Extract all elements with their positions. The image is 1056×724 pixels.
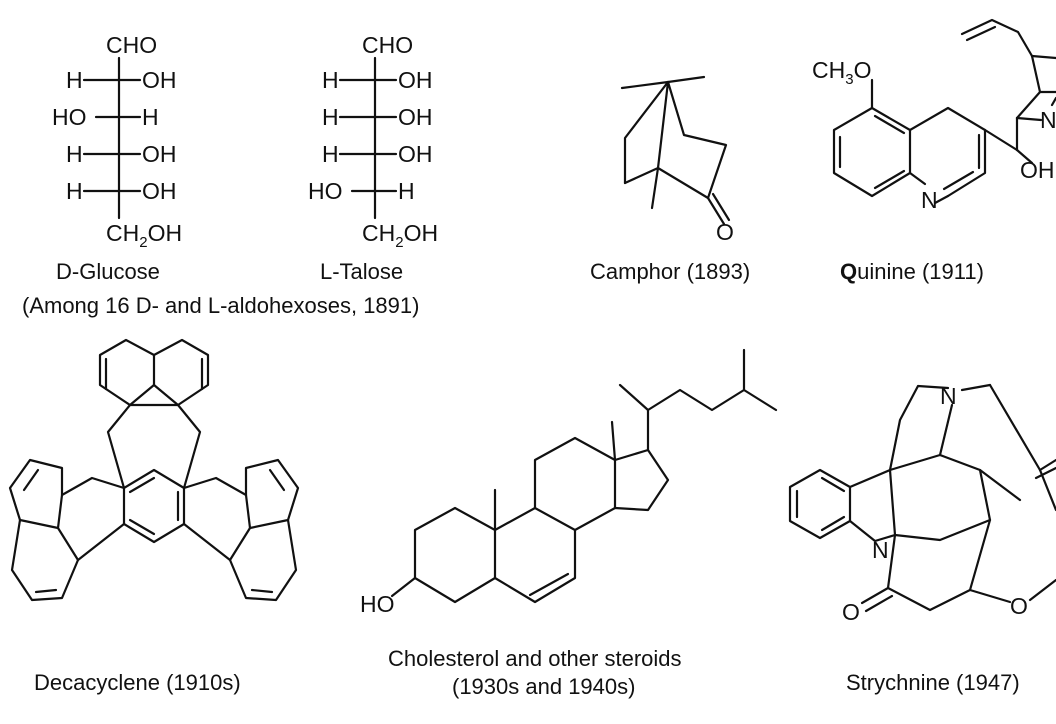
talose-row1-left: H (322, 67, 339, 93)
talose-structure: CHO H OH H OH H OH HO H CH2OH (308, 32, 438, 251)
talose-row2-left: H (322, 104, 339, 130)
cholesterol-ho: HO (360, 591, 395, 617)
camphor-name: Camphor (1893) (590, 259, 750, 284)
cholesterol-name-line2: (1930s and 1940s) (452, 674, 635, 699)
quinine-oh: OH (1020, 157, 1055, 183)
glucose-row1-right: OH (142, 67, 177, 93)
decacyclene-structure (8, 338, 300, 602)
cholesterol-name-line1: Cholesterol and other steroids (388, 646, 682, 671)
quinine-name: Quinine (1911) (840, 259, 984, 284)
talose-row4-right: H (398, 178, 415, 204)
camphor-ketone-o: O (716, 219, 734, 245)
glucose-row2-right: H (142, 104, 159, 130)
talose-bottom-group: CH2OH (362, 220, 438, 251)
strychnine-n-top: N (940, 383, 957, 409)
glucose-bottom-group: CH2OH (106, 220, 182, 251)
glucose-structure: CHO H OH HO H H OH H OH CH2OH (52, 32, 182, 251)
talose-row3-right: OH (398, 141, 433, 167)
strychnine-name: Strychnine (1947) (846, 670, 1020, 695)
glucose-row3-right: OH (142, 141, 177, 167)
strychnine-n-mid: N (872, 537, 889, 563)
strychnine-ether-o: O (1010, 593, 1028, 619)
strychnine-ketone-o: O (842, 599, 860, 625)
glucose-row4-right: OH (142, 178, 177, 204)
strychnine-structure (788, 383, 1056, 613)
talose-row2-right: OH (398, 104, 433, 130)
quinine-ring-n: N (921, 187, 938, 213)
talose-row1-right: OH (398, 67, 433, 93)
talose-row4-left: HO (308, 178, 343, 204)
quinine-bridge-n: N (1040, 107, 1056, 133)
camphor-structure: O (620, 75, 734, 245)
talose-name: L-Talose (320, 259, 403, 284)
glucose-row3-left: H (66, 141, 83, 167)
cholesterol-structure: HO (360, 348, 778, 617)
glucose-row2-left: HO (52, 104, 87, 130)
decacyclene-name: Decacyclene (1910s) (34, 670, 241, 695)
quinine-methoxy: CH3O (812, 57, 871, 88)
glucose-row1-left: H (66, 67, 83, 93)
glucose-name: D-Glucose (56, 259, 160, 284)
glucose-top-group: CHO (106, 32, 157, 58)
talose-row3-left: H (322, 141, 339, 167)
glucose-row4-left: H (66, 178, 83, 204)
aldohexoses-note: (Among 16 D- and L-aldohexoses, 1891) (22, 293, 419, 318)
quinine-structure (832, 18, 1056, 205)
talose-top-group: CHO (362, 32, 413, 58)
